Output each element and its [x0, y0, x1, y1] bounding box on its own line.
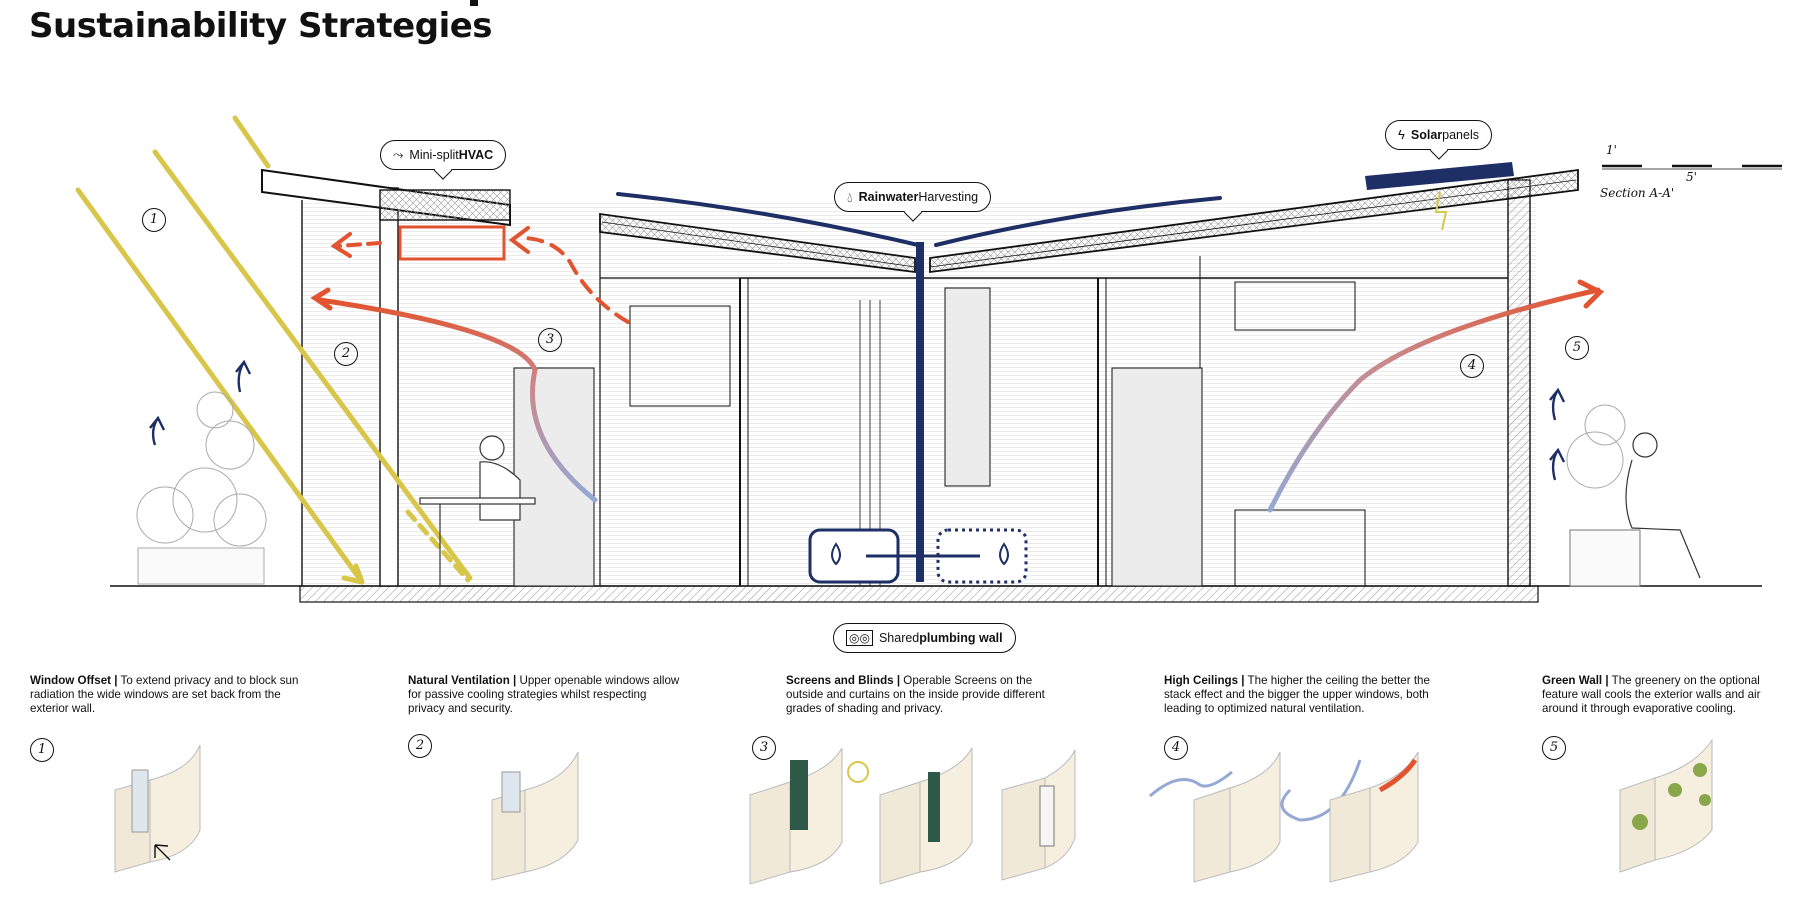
strategy-window-offset: Window Offset | To extend privacy and to… — [30, 674, 305, 716]
plant-right — [1566, 404, 1641, 587]
diagram-number-1: 1 — [142, 208, 166, 232]
plants-left — [136, 391, 267, 585]
strategy-text: To extend privacy and to block sun radia… — [30, 674, 299, 715]
rainwater-callout: 💧︎ Rainwater Harvesting — [834, 182, 992, 222]
strategy-number-5: 5 — [1542, 736, 1566, 760]
rain-arc-right — [934, 196, 1222, 247]
diagram-number-4: 4 — [1460, 354, 1484, 378]
page-title: Sustainability Strategies — [29, 6, 493, 46]
rainwater-callout-bold: Rainwater — [858, 190, 919, 204]
updraft-arrows — [149, 359, 1566, 481]
strategy-title: Window Offset | — [30, 674, 118, 687]
strategy-text: Upper openable windows allow for passive… — [408, 674, 680, 715]
butterfly-roof — [261, 168, 1579, 274]
hvac-unit — [398, 225, 506, 261]
solar-energy-bolt — [1434, 191, 1448, 231]
diagram-number-5: 5 — [1565, 336, 1589, 360]
rain-downpipe — [916, 242, 924, 582]
air-flow-paths — [310, 226, 1605, 513]
strategy-screens-blinds: Screens and Blinds | Operable Screens on… — [786, 674, 1061, 716]
strategy-number-4: 4 — [1164, 736, 1188, 760]
plumbing-callout: ◎◎ Shared plumbing wall — [833, 623, 1016, 653]
vignette-window-offset — [114, 744, 201, 873]
plumbing-callout-prefix: Shared — [878, 631, 920, 645]
sun-rays — [75, 115, 473, 585]
floor-slab — [299, 585, 1539, 603]
solar-callout-bold: Solar — [1410, 128, 1443, 142]
vignette-natural-ventilation — [491, 751, 579, 881]
strategy-title: Natural Ventilation | — [408, 674, 517, 687]
strategy-green-wall: Green Wall | The greenery on the optiona… — [1542, 674, 1792, 716]
rain-arc-left — [616, 192, 920, 247]
plumbing-callout-bold: plumbing wall — [919, 631, 1003, 645]
diagram-number-2: 2 — [334, 342, 358, 366]
section-label: Section A-A' — [1600, 186, 1675, 200]
solar-callout: ϟ Solar panels — [1385, 120, 1492, 160]
strategy-number-3: 3 — [752, 736, 776, 760]
hvac-icon: ⤳ — [393, 147, 404, 162]
strategy-text: Operable Screens on the outside and curt… — [786, 674, 1045, 715]
strategy-title: High Ceilings | — [1164, 674, 1245, 687]
water-drop-icon — [999, 542, 1009, 566]
hvac-callout-prefix: Mini-split — [409, 148, 459, 162]
water-drop-icon — [831, 542, 841, 566]
vignette-green-wall — [1619, 738, 1713, 873]
strategy-title: Green Wall | — [1542, 674, 1609, 687]
vignette-high-ceilings — [1149, 751, 1419, 883]
title-fragment — [470, 0, 478, 6]
strategy-text: The greenery on the optional feature wal… — [1542, 674, 1761, 715]
rainwater-callout-suffix: Harvesting — [918, 190, 979, 204]
pipes-icon: ◎◎ — [846, 630, 873, 646]
solar-panel — [1365, 162, 1514, 190]
strategy-number-2: 2 — [408, 734, 432, 758]
hvac-callout: ⤳ Mini-split HVAC — [380, 140, 507, 180]
strategy-natural-ventilation: Natural Ventilation | Upper openable win… — [408, 674, 683, 716]
scale-label-5ft: 5' — [1686, 170, 1697, 184]
scale-bar — [1602, 164, 1782, 170]
hvac-callout-bold: HVAC — [458, 148, 494, 162]
strategy-high-ceilings: High Ceilings | The higher the ceiling t… — [1164, 674, 1439, 716]
diagram-number-3: 3 — [538, 328, 562, 352]
seated-person — [419, 435, 536, 586]
water-drop-icon: 💧︎ — [847, 189, 853, 205]
solar-callout-suffix: panels — [1442, 128, 1479, 142]
strategy-text: The higher the ceiling the better the st… — [1164, 674, 1430, 715]
strategy-title: Screens and Blinds | — [786, 674, 901, 687]
sitting-person-outside — [1625, 432, 1701, 579]
lightning-icon: ϟ — [1398, 127, 1405, 142]
scale-label-1ft: 1' — [1606, 143, 1617, 157]
vignette-screens-blinds — [749, 747, 1076, 885]
strategy-number-1: 1 — [30, 738, 54, 762]
